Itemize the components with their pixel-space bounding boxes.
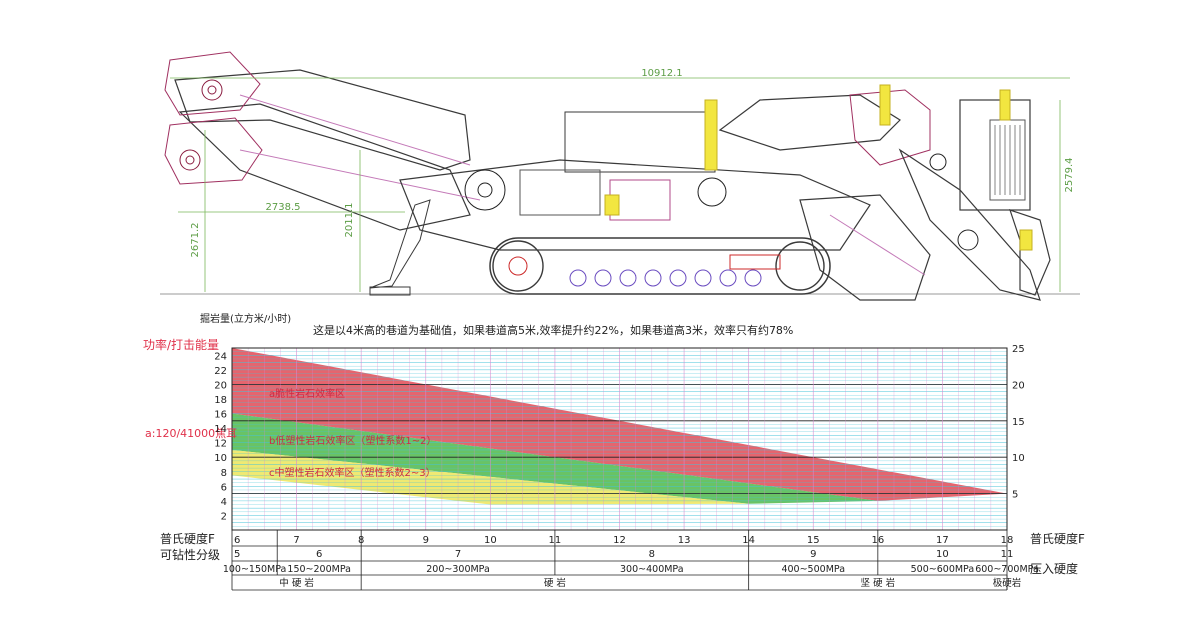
dim-arm-reach: 2738.5 (266, 202, 301, 213)
dim-overall-length: 10912.1 (641, 68, 682, 79)
hardness-tick: 12 (613, 535, 626, 546)
dim-overall-height: 2579.4 (1064, 158, 1075, 193)
power-label: 功率/打击能量 (143, 337, 219, 352)
energy-label: a:120/41000焦耳 (145, 427, 237, 440)
y-tick-left: 4 (221, 497, 227, 508)
pressure-range: 150~200MPa (287, 564, 351, 575)
pressure-range: 600~700MPa (975, 564, 1039, 575)
y-tick-left: 22 (214, 366, 227, 377)
drill-grade: 7 (455, 549, 461, 560)
drill-grade: 8 (649, 549, 655, 560)
hardness-tick: 18 (1001, 535, 1014, 546)
hardness-tick: 14 (742, 535, 755, 546)
hardness-row-label: 普氏硬度F (160, 531, 215, 546)
hardness-tick: 10 (484, 535, 497, 546)
zone-label-mid-plastic: c中塑性岩石效率区（塑性系数2~3） (269, 466, 436, 479)
machine-drawing (160, 51, 1080, 301)
hardness-tick: 16 (871, 535, 884, 546)
rock-class: 硬 岩 (544, 577, 566, 589)
dim-body-height: 2671.2 (190, 223, 201, 258)
y-axis-title: 掘岩量(立方米/小时) (200, 312, 291, 325)
drill-row-label: 可钻性分级 (160, 547, 220, 562)
hardness-tick: 15 (807, 535, 820, 546)
hardness-tick: 8 (358, 535, 364, 546)
pressure-range: 200~300MPa (426, 564, 490, 575)
y-tick-right: 10 (1012, 453, 1025, 464)
hardness-tick: 9 (423, 535, 429, 546)
drill-grade: 6 (316, 549, 322, 560)
hardness-tick: 17 (936, 535, 949, 546)
pressure-range: 500~600MPa (911, 564, 975, 575)
table-dividers (276, 530, 1008, 590)
y-tick-left: 2 (221, 511, 227, 522)
y-tick-left: 24 (214, 351, 227, 362)
y-tick-right: 5 (1012, 490, 1018, 501)
y-tick-left: 16 (214, 410, 227, 421)
y-tick-left: 14 (214, 424, 227, 435)
y-tick-left: 10 (214, 453, 227, 464)
pressure-row-label: 压入硬度 (1030, 561, 1078, 576)
hardness-row-label-right: 普氏硬度F (1030, 531, 1085, 546)
drill-grade: 9 (810, 549, 816, 560)
drill-grade: 10 (936, 549, 949, 560)
rock-class: 极硬岩 (993, 577, 1022, 589)
pressure-range: 400~500MPa (781, 564, 845, 575)
zone-label-brittle: a脆性岩石效率区 (269, 387, 345, 400)
y-tick-right: 15 (1012, 417, 1025, 428)
y-tick-left: 8 (221, 468, 227, 479)
y-tick-left: 6 (221, 482, 227, 493)
table-text: 6 7 8 9 10 11 12 13 14 15 16 17 18 6 7 8 9 10 11 100~150MPa… (223, 535, 1039, 589)
plot-area (232, 348, 1007, 530)
hardness-tick: 6 (234, 535, 240, 546)
y-tick-left: 18 (214, 395, 227, 406)
y-tick-left: 12 (214, 439, 227, 450)
hardness-tick: 13 (678, 535, 691, 546)
drill-grade-first: 5 (234, 549, 240, 560)
pressure-range: 300~400MPa (620, 564, 684, 575)
dim-mid-height: 2011.1 (344, 203, 355, 238)
y-tick-left: 20 (214, 380, 227, 391)
rock-class: 坚 硬 岩 (861, 577, 896, 589)
dimension-lines (170, 77, 1070, 292)
hardness-tick: 7 (293, 535, 299, 546)
y-tick-right: 25 (1012, 344, 1025, 355)
y-tick-right: 20 (1012, 380, 1025, 391)
chart-note: 这是以4米高的巷道为基础值，如果巷道高5米,效率提升约22%，如果巷道高3米，效… (313, 323, 793, 337)
y-axis-right: 5 10 15 20 25 (1012, 344, 1025, 501)
rock-class: 中 硬 岩 (279, 577, 314, 589)
drill-grade: 11 (1001, 549, 1014, 560)
zone-label-low-plastic: b低塑性岩石效率区（塑性系数1~2） (269, 434, 436, 447)
pressure-range: 100~150MPa (223, 564, 287, 575)
hardness-tick: 11 (549, 535, 562, 546)
